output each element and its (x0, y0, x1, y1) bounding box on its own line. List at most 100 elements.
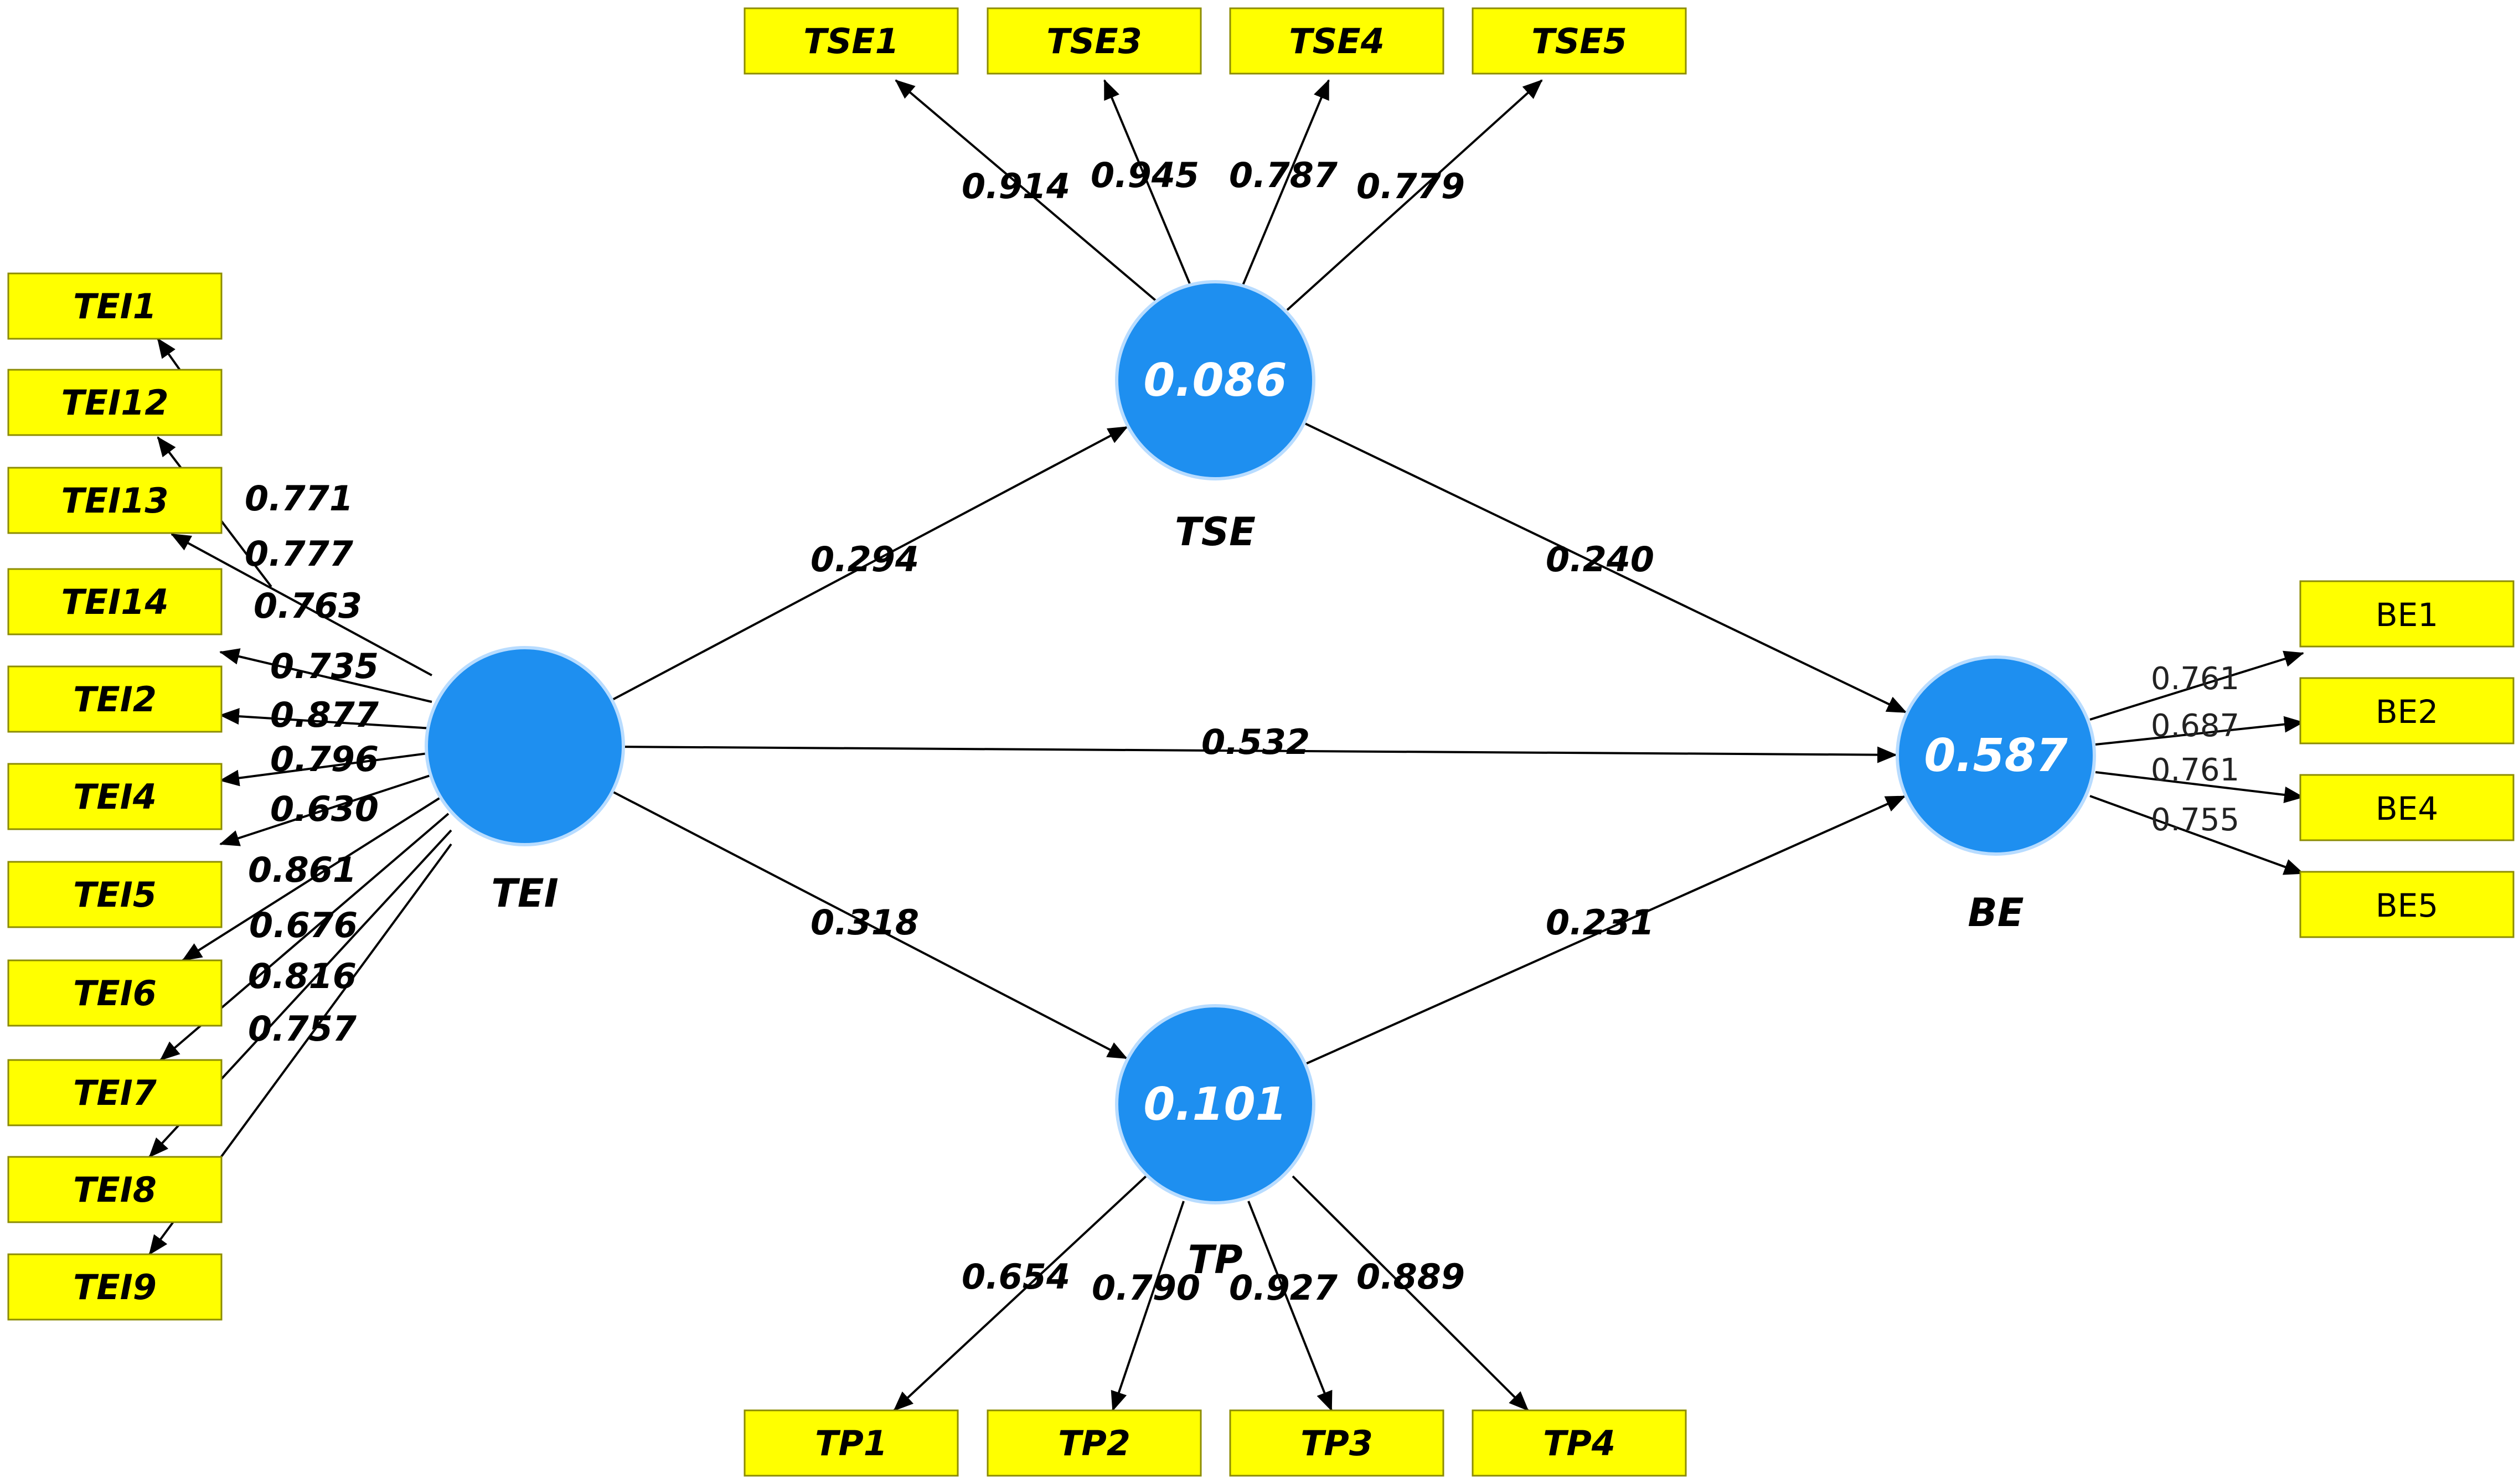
indicator-tei2[interactable]: TEI2 (7, 665, 223, 733)
indicator-tse5-label: TSE5 (1531, 21, 1627, 61)
path-tei-tp (612, 790, 1128, 1059)
loading-tei8: 0.816 (248, 956, 357, 996)
loading-be1: 0.761 (2151, 661, 2239, 697)
indicator-tse3-box (987, 7, 1202, 75)
path-tei-tse (611, 426, 1128, 701)
indicator-tse5[interactable]: TSE5 (1472, 7, 1687, 75)
loading-line-tse3 (1103, 79, 1191, 286)
loading-line-tei5 (219, 774, 432, 846)
indicator-tse1[interactable]: TSE1 (744, 7, 959, 75)
indicator-be5[interactable]: BE5 (2299, 871, 2515, 938)
indicator-tse4[interactable]: TSE4 (1229, 7, 1444, 75)
loading-line-tse4 (1242, 79, 1330, 286)
loading-tei14: 0.735 (270, 646, 379, 686)
indicator-tp4[interactable]: TP4 (1472, 1409, 1687, 1477)
indicator-tei7-label: TEI7 (73, 1073, 157, 1113)
loading-tp4: 0.889 (1356, 1257, 1465, 1297)
indicator-tp2-label: TP2 (1058, 1423, 1131, 1464)
path-coef-tei-tse: 0.294 (811, 539, 919, 580)
indicator-tei4-box (7, 763, 223, 830)
loading-line-be5 (2089, 795, 2304, 875)
latent-tse-r2: 0.086 (1143, 354, 1287, 407)
indicator-tei5-label: TEI5 (73, 875, 157, 915)
loading-tei9: 0.757 (248, 1009, 357, 1049)
indicator-be2[interactable]: BE2 (2299, 677, 2515, 744)
latent-tei-name: TEI (491, 871, 559, 916)
latent-tp-r2: 0.101 (1143, 1078, 1287, 1131)
indicator-be5-box (2299, 871, 2515, 938)
indicator-tei9-label: TEI9 (73, 1267, 157, 1307)
indicator-tei5[interactable]: TEI5 (7, 861, 223, 928)
indicator-tp1[interactable]: TP1 (744, 1409, 959, 1477)
loading-tei7: 0.676 (249, 905, 358, 945)
loading-line-tei13 (171, 533, 432, 676)
latent-be-r2: 0.587 (1924, 730, 2067, 782)
indicator-be4-label: BE4 (2376, 790, 2438, 828)
latent-tse-name: TSE (1175, 509, 1256, 555)
indicator-tei4[interactable]: TEI4 (7, 763, 223, 830)
indicator-tse1-box (744, 7, 959, 75)
loading-tp3: 0.927 (1229, 1268, 1338, 1308)
path-tei-be (623, 746, 1898, 763)
indicator-tei1-box (7, 272, 223, 340)
indicator-tei2-box (7, 665, 223, 733)
indicator-tse5-box (1472, 7, 1687, 75)
loading-tse4: 0.787 (1229, 155, 1338, 195)
loading-line-be2 (2095, 716, 2304, 746)
indicator-tse3-label: TSE3 (1046, 21, 1142, 61)
loading-line-be4 (2095, 771, 2304, 803)
path-coef-tei-tp: 0.318 (811, 902, 919, 943)
loading-tei2: 0.877 (270, 695, 379, 735)
loading-line-tei4 (219, 752, 432, 787)
indicator-tp2-box (987, 1409, 1202, 1477)
loading-tei5: 0.630 (270, 789, 379, 829)
indicator-tei13-label: TEI13 (61, 480, 169, 521)
indicator-be4[interactable]: BE4 (2299, 774, 2515, 841)
indicator-tei14[interactable]: TEI14 (7, 568, 223, 635)
indicator-tei13[interactable]: TEI13 (7, 467, 223, 534)
indicator-tp4-box (1472, 1409, 1687, 1477)
indicator-tp1-box (744, 1409, 959, 1477)
indicator-be1[interactable]: BE1 (2299, 580, 2515, 648)
indicator-tse3[interactable]: TSE3 (987, 7, 1202, 75)
indicator-tse4-label: TSE4 (1289, 21, 1384, 61)
loading-tei6: 0.861 (248, 850, 357, 890)
loading-be2: 0.687 (2151, 708, 2239, 744)
indicator-tei9[interactable]: TEI9 (7, 1253, 223, 1321)
indicator-tei7[interactable]: TEI7 (7, 1059, 223, 1126)
loading-line-tp2 (1111, 1201, 1185, 1411)
indicator-tei4-label: TEI4 (73, 777, 157, 817)
indicator-tp4-label: TP4 (1543, 1423, 1615, 1464)
indicator-tse4-box (1229, 7, 1444, 75)
loading-line-tp3 (1247, 1201, 1333, 1411)
loading-tse5: 0.779 (1356, 166, 1465, 206)
indicator-tp3-label: TP3 (1300, 1423, 1373, 1464)
loading-tp1: 0.654 (962, 1257, 1070, 1297)
indicator-tp3[interactable]: TP3 (1229, 1409, 1444, 1477)
latent-tp-name: TP (1188, 1237, 1242, 1283)
latent-be-circle (1896, 655, 2096, 856)
loading-tei4: 0.796 (270, 739, 379, 779)
latent-tei[interactable]: TEI (425, 646, 625, 916)
indicator-tp2[interactable]: TP2 (987, 1409, 1202, 1477)
indicator-tei6-label: TEI6 (73, 973, 157, 1014)
nodes-layer: TEI1TEI12TEI13TEI14TEI2TEI4TEI5TEI6TEI7T… (7, 7, 2515, 1477)
path-coef-tp-be: 0.231 (1546, 902, 1654, 943)
loading-tse1: 0.914 (962, 166, 1070, 206)
indicator-tei13-box (7, 467, 223, 534)
latent-be-name: BE (1968, 890, 2024, 935)
indicator-tei1[interactable]: TEI1 (7, 272, 223, 340)
indicator-tei6-box (7, 959, 223, 1027)
indicator-tei8[interactable]: TEI8 (7, 1156, 223, 1223)
loading-be5: 0.755 (2151, 802, 2239, 838)
path-coef-tei-be: 0.532 (1201, 722, 1310, 762)
indicator-tei6[interactable]: TEI6 (7, 959, 223, 1027)
loading-line-be1 (2089, 650, 2304, 721)
indicator-tei12[interactable]: TEI12 (7, 369, 223, 436)
indicator-tei12-label: TEI12 (61, 382, 169, 423)
loading-tei12: 0.777 (245, 534, 354, 574)
